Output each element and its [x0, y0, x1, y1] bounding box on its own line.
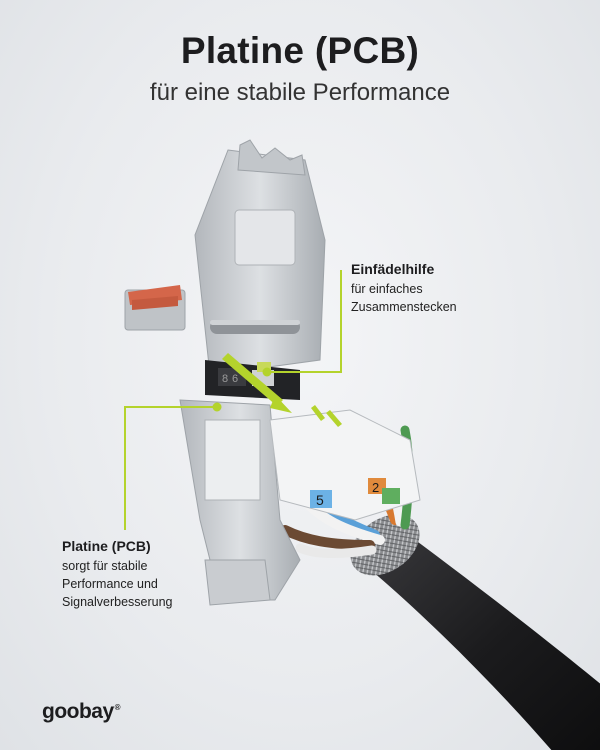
callout-pcb-line-1: sorgt für stabile — [62, 559, 148, 573]
network-cable — [365, 525, 600, 750]
page-title: Platine (PCB) — [180, 30, 420, 71]
callout-threading-aid-line-2: Zusammenstecken — [351, 300, 457, 314]
goobay-logo: goobay® — [42, 700, 121, 724]
callout-pcb-title: Platine (PCB) — [62, 538, 151, 554]
callout-pcb-line-3: Signalverbesserung — [62, 595, 173, 609]
wire-number-8: 8 — [222, 373, 228, 385]
wire-number-5: 5 — [316, 492, 324, 508]
callout-pcb-line-2: Performance und — [62, 577, 158, 591]
callout-threading-aid: Einfädelhilfe für einfaches Zusammenstec… — [351, 261, 457, 316]
callout-pcb: Platine (PCB) sorgt für stabile Performa… — [62, 538, 173, 611]
wire-number-6: 6 — [232, 373, 238, 385]
threading-arrow-icon — [222, 353, 342, 427]
callout-leader-pcb — [124, 402, 222, 530]
logo-registered-mark: ® — [114, 703, 121, 712]
callout-leader-threading-aid — [262, 270, 342, 377]
rj45-contacts — [124, 285, 186, 331]
callout-threading-aid-title: Einfädelhilfe — [351, 261, 435, 277]
callout-threading-aid-line-1: für einfaches — [351, 282, 423, 296]
logo-text: goobay — [42, 700, 114, 723]
wire-number-2: 2 — [372, 480, 379, 495]
page-subtitle: für eine stabile Performance — [149, 79, 451, 106]
